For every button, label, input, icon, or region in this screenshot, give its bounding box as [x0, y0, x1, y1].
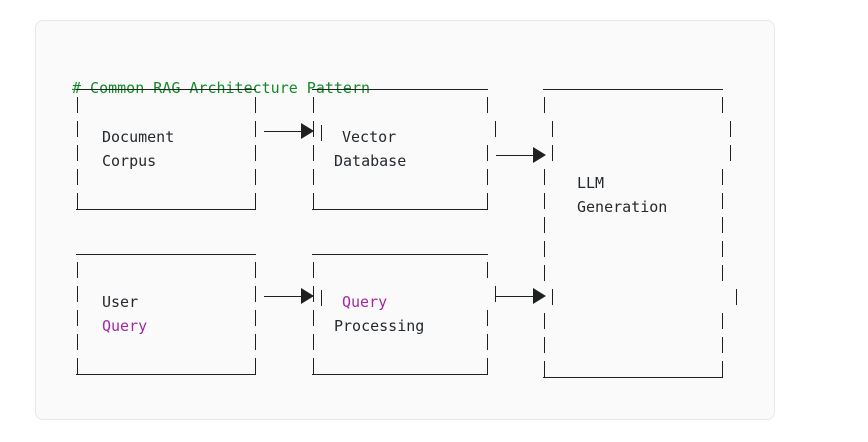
box-right-pipe — [255, 145, 256, 161]
arrow-head-icon — [533, 147, 546, 163]
box-right-pipe — [722, 265, 723, 281]
box-left-pipe — [544, 193, 545, 209]
box-right-pipe — [722, 241, 723, 257]
box-left-pipe — [313, 169, 314, 185]
box-left-pipe — [552, 145, 553, 161]
box-right-pipe — [255, 121, 256, 137]
node-label-line-1: Document — [102, 128, 175, 146]
node-label-line-2: Corpus — [102, 152, 157, 170]
box-left-pipe — [77, 358, 78, 374]
box-right-pipe — [487, 262, 488, 278]
box-left-pipe — [77, 145, 78, 161]
box-top-border — [76, 89, 256, 90]
node-label-line-1: LLM — [577, 174, 605, 192]
box-right-pipe — [722, 169, 723, 185]
box-left-pipe — [77, 262, 78, 278]
box-left-pipe — [544, 169, 545, 185]
box-top-border — [543, 89, 723, 90]
box-right-pipe — [722, 217, 723, 233]
box-left-pipe — [77, 169, 78, 185]
box-right-pipe — [255, 193, 256, 209]
box-left-pipe — [544, 97, 545, 113]
box-left-pipe — [77, 286, 78, 302]
box-bottom-border — [543, 377, 723, 378]
box-right-pipe — [730, 145, 731, 161]
box-right-pipe — [255, 169, 256, 185]
box-left-pipe — [313, 121, 314, 137]
box-left-pipe — [313, 358, 314, 374]
box-right-pipe — [722, 313, 723, 329]
box-right-pipe — [255, 310, 256, 326]
box-left-pipe — [313, 145, 314, 161]
box-right-pipe — [722, 97, 723, 113]
node-label-line-2: Query — [102, 317, 148, 335]
box-left-pipe — [321, 125, 322, 141]
box-right-pipe — [487, 358, 488, 374]
box-bottom-border — [76, 209, 256, 210]
box-left-pipe — [77, 193, 78, 209]
node-label-line-1: Query — [342, 293, 388, 311]
box-right-pipe — [255, 334, 256, 350]
box-bottom-border — [312, 374, 488, 375]
box-right-pipe — [255, 286, 256, 302]
box-right-pipe — [487, 145, 488, 161]
arrow-shaft — [264, 131, 312, 132]
box-right-pipe — [722, 337, 723, 353]
node-label-line-2: Database — [334, 152, 407, 170]
node-label-line-2: Processing — [334, 317, 425, 335]
box-right-pipe — [722, 361, 723, 377]
box-left-pipe — [77, 121, 78, 137]
box-left-pipe — [544, 313, 545, 329]
box-right-pipe — [255, 262, 256, 278]
box-right-pipe — [736, 289, 737, 305]
arrow-shaft — [264, 296, 312, 297]
box-left-pipe — [544, 241, 545, 257]
box-right-pipe — [495, 286, 496, 302]
box-right-pipe — [495, 121, 496, 137]
box-bottom-border — [76, 374, 256, 375]
node-label-line-1: User — [102, 293, 139, 311]
box-left-pipe — [544, 265, 545, 281]
box-top-border — [312, 254, 488, 255]
diagram-card: # Common RAG Architecture Pattern Docume… — [35, 20, 775, 420]
box-right-pipe — [487, 310, 488, 326]
box-right-pipe — [487, 97, 488, 113]
box-left-pipe — [77, 310, 78, 326]
box-left-pipe — [552, 289, 553, 305]
box-left-pipe — [77, 97, 78, 113]
box-left-pipe — [544, 337, 545, 353]
box-right-pipe — [487, 193, 488, 209]
box-right-pipe — [487, 169, 488, 185]
box-bottom-border — [312, 209, 488, 210]
box-left-pipe — [313, 193, 314, 209]
arrow-head-icon — [301, 288, 314, 304]
box-right-pipe — [255, 358, 256, 374]
box-right-pipe — [730, 121, 731, 137]
box-right-pipe — [255, 97, 256, 113]
arrow-shaft — [496, 155, 544, 156]
box-left-pipe — [321, 290, 322, 306]
arrow-shaft — [496, 296, 544, 297]
box-left-pipe — [313, 286, 314, 302]
diagram-title-comment: # Common RAG Architecture Pattern — [72, 79, 371, 97]
box-right-pipe — [722, 193, 723, 209]
node-label-line-2: Generation — [577, 198, 668, 216]
box-left-pipe — [313, 334, 314, 350]
box-left-pipe — [544, 361, 545, 377]
box-right-pipe — [487, 334, 488, 350]
node-label-line-1: Vector — [342, 128, 397, 146]
box-left-pipe — [77, 334, 78, 350]
box-top-border — [76, 254, 256, 255]
box-left-pipe — [313, 310, 314, 326]
box-left-pipe — [552, 121, 553, 137]
box-left-pipe — [544, 217, 545, 233]
box-top-border — [312, 89, 488, 90]
box-left-pipe — [313, 262, 314, 278]
box-left-pipe — [313, 97, 314, 113]
arrow-head-icon — [533, 288, 546, 304]
arrow-head-icon — [301, 123, 314, 139]
